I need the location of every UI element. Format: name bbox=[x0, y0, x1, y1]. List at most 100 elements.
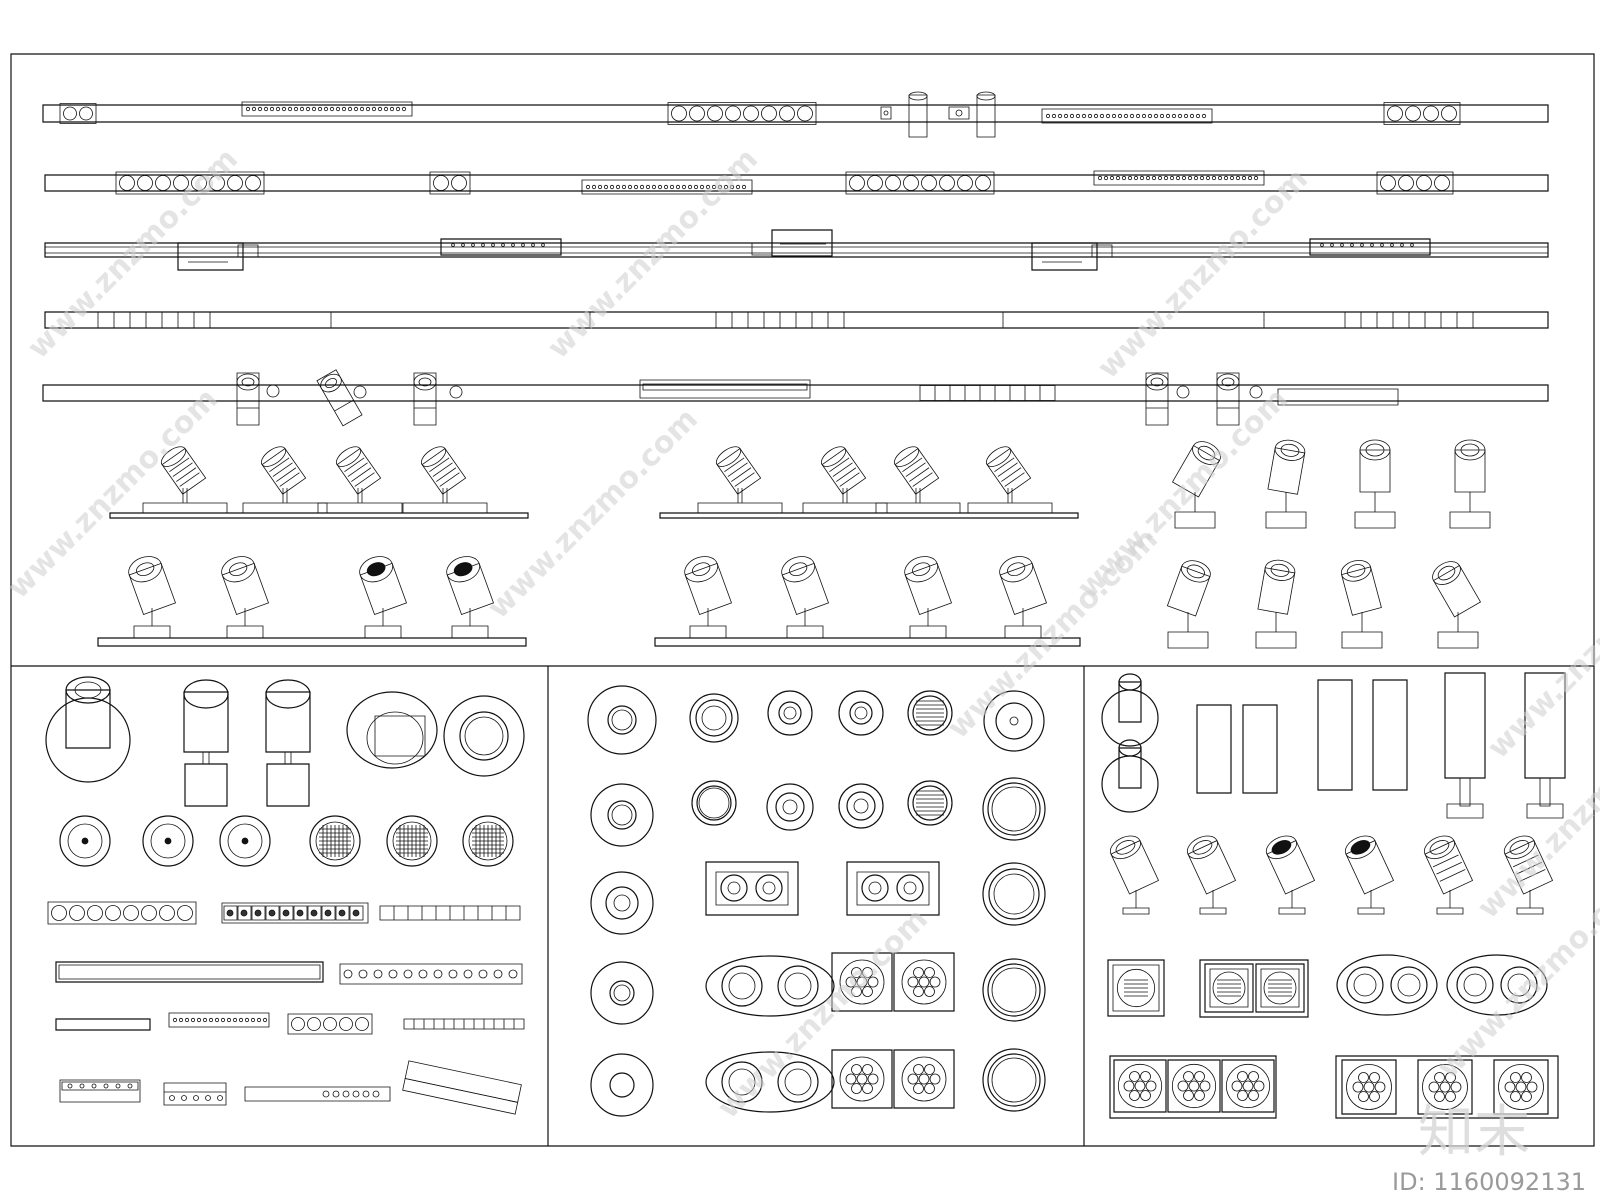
linear-bar-module bbox=[1278, 389, 1398, 405]
grille-housing bbox=[920, 386, 1055, 401]
cell-dot bbox=[359, 970, 367, 978]
bar-spotlight-upright bbox=[443, 552, 493, 638]
led-dot-icon bbox=[1182, 176, 1185, 179]
multi-lens-cell bbox=[1527, 1082, 1537, 1092]
lens-module-housing bbox=[116, 172, 264, 194]
downlight-trim bbox=[908, 781, 952, 825]
spot-base-plate bbox=[690, 626, 726, 638]
led-dot-icon bbox=[742, 185, 745, 188]
track-rail-4 bbox=[45, 312, 1548, 328]
spot-module-housing bbox=[1310, 239, 1430, 255]
bar-spotlight-upright bbox=[778, 552, 828, 638]
led-dot-icon bbox=[276, 107, 279, 110]
surface-spotlight bbox=[1256, 558, 1297, 648]
double-ring-frame bbox=[1447, 955, 1547, 1015]
spot-fin bbox=[348, 463, 368, 477]
grille-square-lens bbox=[1213, 972, 1245, 1004]
rail-spotlight bbox=[1217, 373, 1239, 425]
lens-module-penta bbox=[288, 1014, 372, 1034]
multi-lens-cell bbox=[1435, 1092, 1445, 1102]
ring-cylinder-spot bbox=[1102, 674, 1158, 746]
downlight-lens bbox=[855, 707, 867, 719]
panel-center-downlights bbox=[588, 686, 1045, 1116]
multi-lens-ring bbox=[1347, 1065, 1392, 1110]
ring-downlight bbox=[983, 1049, 1045, 1111]
spot-head bbox=[996, 552, 1046, 614]
spot-cylinder-body bbox=[317, 370, 362, 426]
spot-fin bbox=[1513, 855, 1538, 867]
led-dot-icon bbox=[604, 185, 607, 188]
round-downlight-ring bbox=[68, 824, 102, 858]
spot-dot-icon bbox=[1351, 244, 1354, 247]
track-rail-3 bbox=[45, 230, 1548, 270]
multi-lens-cell-square bbox=[1114, 1060, 1166, 1112]
ring-downlight bbox=[591, 962, 653, 1024]
multi-lens-cell bbox=[852, 967, 862, 977]
grille-downlight-outer bbox=[310, 816, 360, 866]
bar-spotlight bbox=[403, 443, 487, 513]
lens-icon bbox=[292, 1018, 305, 1031]
double-ring-lens bbox=[778, 966, 818, 1006]
double-ring-frame bbox=[1337, 955, 1437, 1015]
multi-lens-cell bbox=[1178, 1081, 1188, 1091]
cylinder-lens-inner bbox=[75, 682, 101, 698]
lens-icon bbox=[886, 176, 901, 191]
ring-plate bbox=[1102, 756, 1158, 812]
linear-dot-module bbox=[242, 102, 412, 116]
spot-head-lens bbox=[901, 552, 941, 586]
surface-base-block bbox=[1342, 632, 1382, 648]
lens-module-housing bbox=[288, 1014, 372, 1034]
spot-head-inner bbox=[788, 560, 809, 577]
surface-base-block bbox=[1266, 512, 1306, 528]
multi-lens-cell bbox=[1232, 1081, 1242, 1091]
spot-fin bbox=[180, 473, 200, 487]
multi-lens-cell bbox=[863, 967, 873, 977]
led-dot-icon bbox=[712, 185, 715, 188]
spot-lens-inner bbox=[1151, 378, 1163, 386]
spot-fin bbox=[724, 458, 744, 472]
downlight-lens bbox=[614, 895, 630, 911]
spot-head bbox=[1263, 832, 1315, 894]
led-dot-icon bbox=[300, 107, 303, 110]
led-dot-icon bbox=[384, 107, 387, 110]
cell-dot bbox=[419, 970, 427, 978]
rail-spotlight bbox=[1146, 373, 1168, 425]
grille-lens bbox=[756, 875, 782, 901]
bar-spotlight bbox=[803, 443, 887, 513]
spot-dot-icon bbox=[522, 244, 525, 247]
downlight-reflector bbox=[608, 706, 636, 734]
multi-lens-cell bbox=[914, 987, 924, 997]
ring-downlight bbox=[591, 784, 653, 846]
driver-box-body bbox=[1032, 243, 1097, 270]
led-dot-icon bbox=[1110, 176, 1113, 179]
downlight-trim bbox=[591, 1054, 653, 1116]
spot-head-body bbox=[422, 449, 466, 495]
led-dot-icon bbox=[1166, 114, 1169, 117]
spot-head bbox=[1184, 832, 1236, 894]
ring-plate bbox=[46, 698, 130, 782]
led-dot-icon bbox=[1164, 176, 1167, 179]
spot-head-inner bbox=[1196, 443, 1218, 462]
downlight-lens bbox=[994, 874, 1034, 914]
spot-cylinder-body bbox=[414, 373, 436, 425]
lens-module-octo bbox=[116, 172, 264, 194]
spot-head-body bbox=[1188, 841, 1236, 894]
led-dot-icon bbox=[1130, 114, 1133, 117]
multi-lens-cell bbox=[1353, 1082, 1363, 1092]
ring-downlight bbox=[768, 691, 812, 735]
multi-lens-cell bbox=[1195, 1091, 1205, 1101]
lens-icon bbox=[210, 176, 225, 191]
led-dot-icon bbox=[592, 185, 595, 188]
angle-spot bbox=[1501, 832, 1553, 914]
lens-icon bbox=[868, 176, 883, 191]
led-dot-icon bbox=[233, 1018, 236, 1021]
led-dot-icon bbox=[80, 1084, 84, 1088]
spot-fin bbox=[344, 458, 364, 472]
led-dot-icon bbox=[658, 185, 661, 188]
linear-module-housing bbox=[1042, 109, 1212, 123]
cell bbox=[294, 906, 307, 920]
bar-spotlight-upright bbox=[681, 552, 731, 638]
lens-icon bbox=[922, 176, 937, 191]
lens-icon bbox=[940, 176, 955, 191]
lens-icon bbox=[452, 176, 467, 191]
